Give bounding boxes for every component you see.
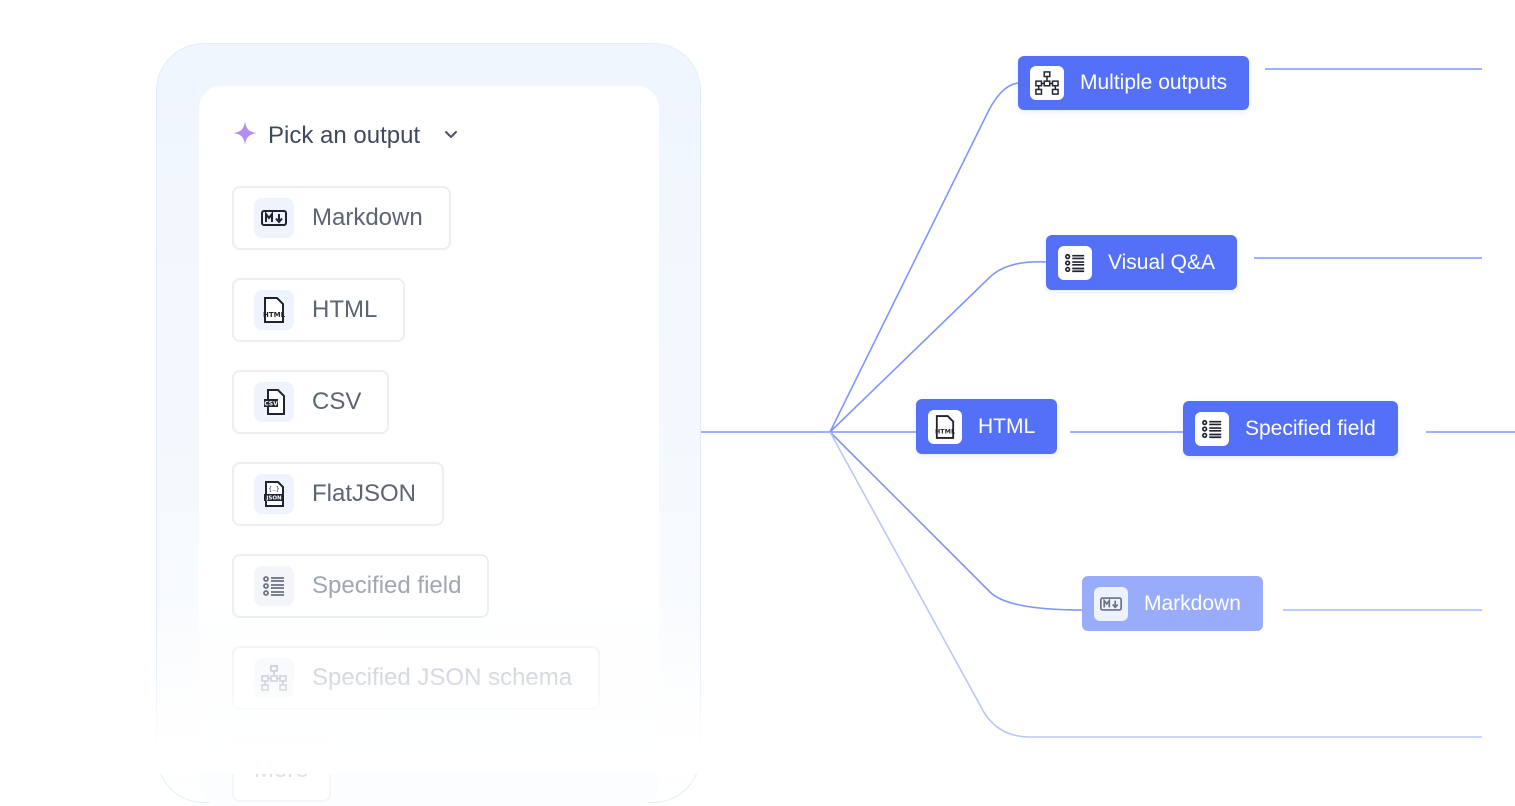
json-file-icon: {..} JSON: [254, 474, 294, 514]
list-icon: [254, 566, 294, 606]
node-label: HTML: [978, 414, 1036, 438]
option-specified-json-schema[interactable]: Specified JSON schema: [232, 646, 601, 710]
option-markdown[interactable]: Markdown: [232, 186, 451, 250]
option-html[interactable]: HTML HTML: [232, 278, 406, 342]
connector-hub-bottom: [829, 431, 1482, 738]
pick-output-dropdown[interactable]: Pick an output: [232, 118, 460, 154]
option-csv[interactable]: CSV CSV: [232, 370, 390, 434]
schema-tree-icon: [254, 658, 294, 698]
option-flatjson[interactable]: {..} JSON FlatJSON: [232, 462, 445, 526]
node-label: Specified field: [1245, 416, 1376, 440]
svg-text:HTML: HTML: [935, 428, 955, 435]
node-label: Multiple outputs: [1080, 71, 1228, 94]
option-label: More: [254, 756, 309, 783]
node-label: Visual Q&A: [1108, 250, 1215, 274]
svg-text:CSV: CSV: [264, 401, 278, 408]
option-label: Specified JSON schema: [312, 664, 573, 691]
option-label: Markdown: [312, 204, 423, 231]
connector-hub-visual-qa: [829, 260, 1047, 433]
option-specified-field[interactable]: Specified field: [232, 554, 490, 618]
svg-text:HTML: HTML: [263, 311, 285, 319]
markdown-icon: [1094, 586, 1128, 621]
connector-hub-multiple-outputs: [829, 82, 1019, 433]
markdown-icon: [254, 198, 294, 238]
option-label: HTML: [312, 296, 378, 323]
list-icon: [1195, 411, 1229, 446]
html-file-icon: HTML: [928, 409, 962, 444]
node-label: Markdown: [1144, 591, 1241, 615]
sparkle-icon: [232, 120, 258, 153]
schema-tree-icon: [1030, 66, 1064, 100]
list-icon: [1058, 245, 1092, 280]
html-file-icon: HTML: [254, 290, 294, 330]
csv-file-icon: CSV: [254, 382, 294, 422]
pick-output-label: Pick an output: [268, 122, 421, 149]
node-html[interactable]: HTML HTML: [916, 399, 1058, 454]
svg-text:{..}: {..}: [268, 486, 280, 493]
connector-hub-markdown: [829, 431, 1083, 611]
option-more[interactable]: More: [232, 738, 331, 802]
node-markdown[interactable]: Markdown: [1082, 576, 1263, 631]
option-label: Specified field: [312, 572, 462, 599]
node-visual-qa[interactable]: Visual Q&A: [1046, 235, 1237, 290]
chevron-down-icon: [442, 122, 460, 150]
option-label: CSV: [312, 388, 362, 415]
flow-connectors: [659, 68, 1515, 738]
node-multiple-outputs[interactable]: Multiple outputs: [1018, 56, 1250, 110]
option-label: FlatJSON: [312, 480, 417, 507]
node-specified-field[interactable]: Specified field: [1183, 401, 1398, 456]
svg-text:JSON: JSON: [265, 496, 282, 502]
